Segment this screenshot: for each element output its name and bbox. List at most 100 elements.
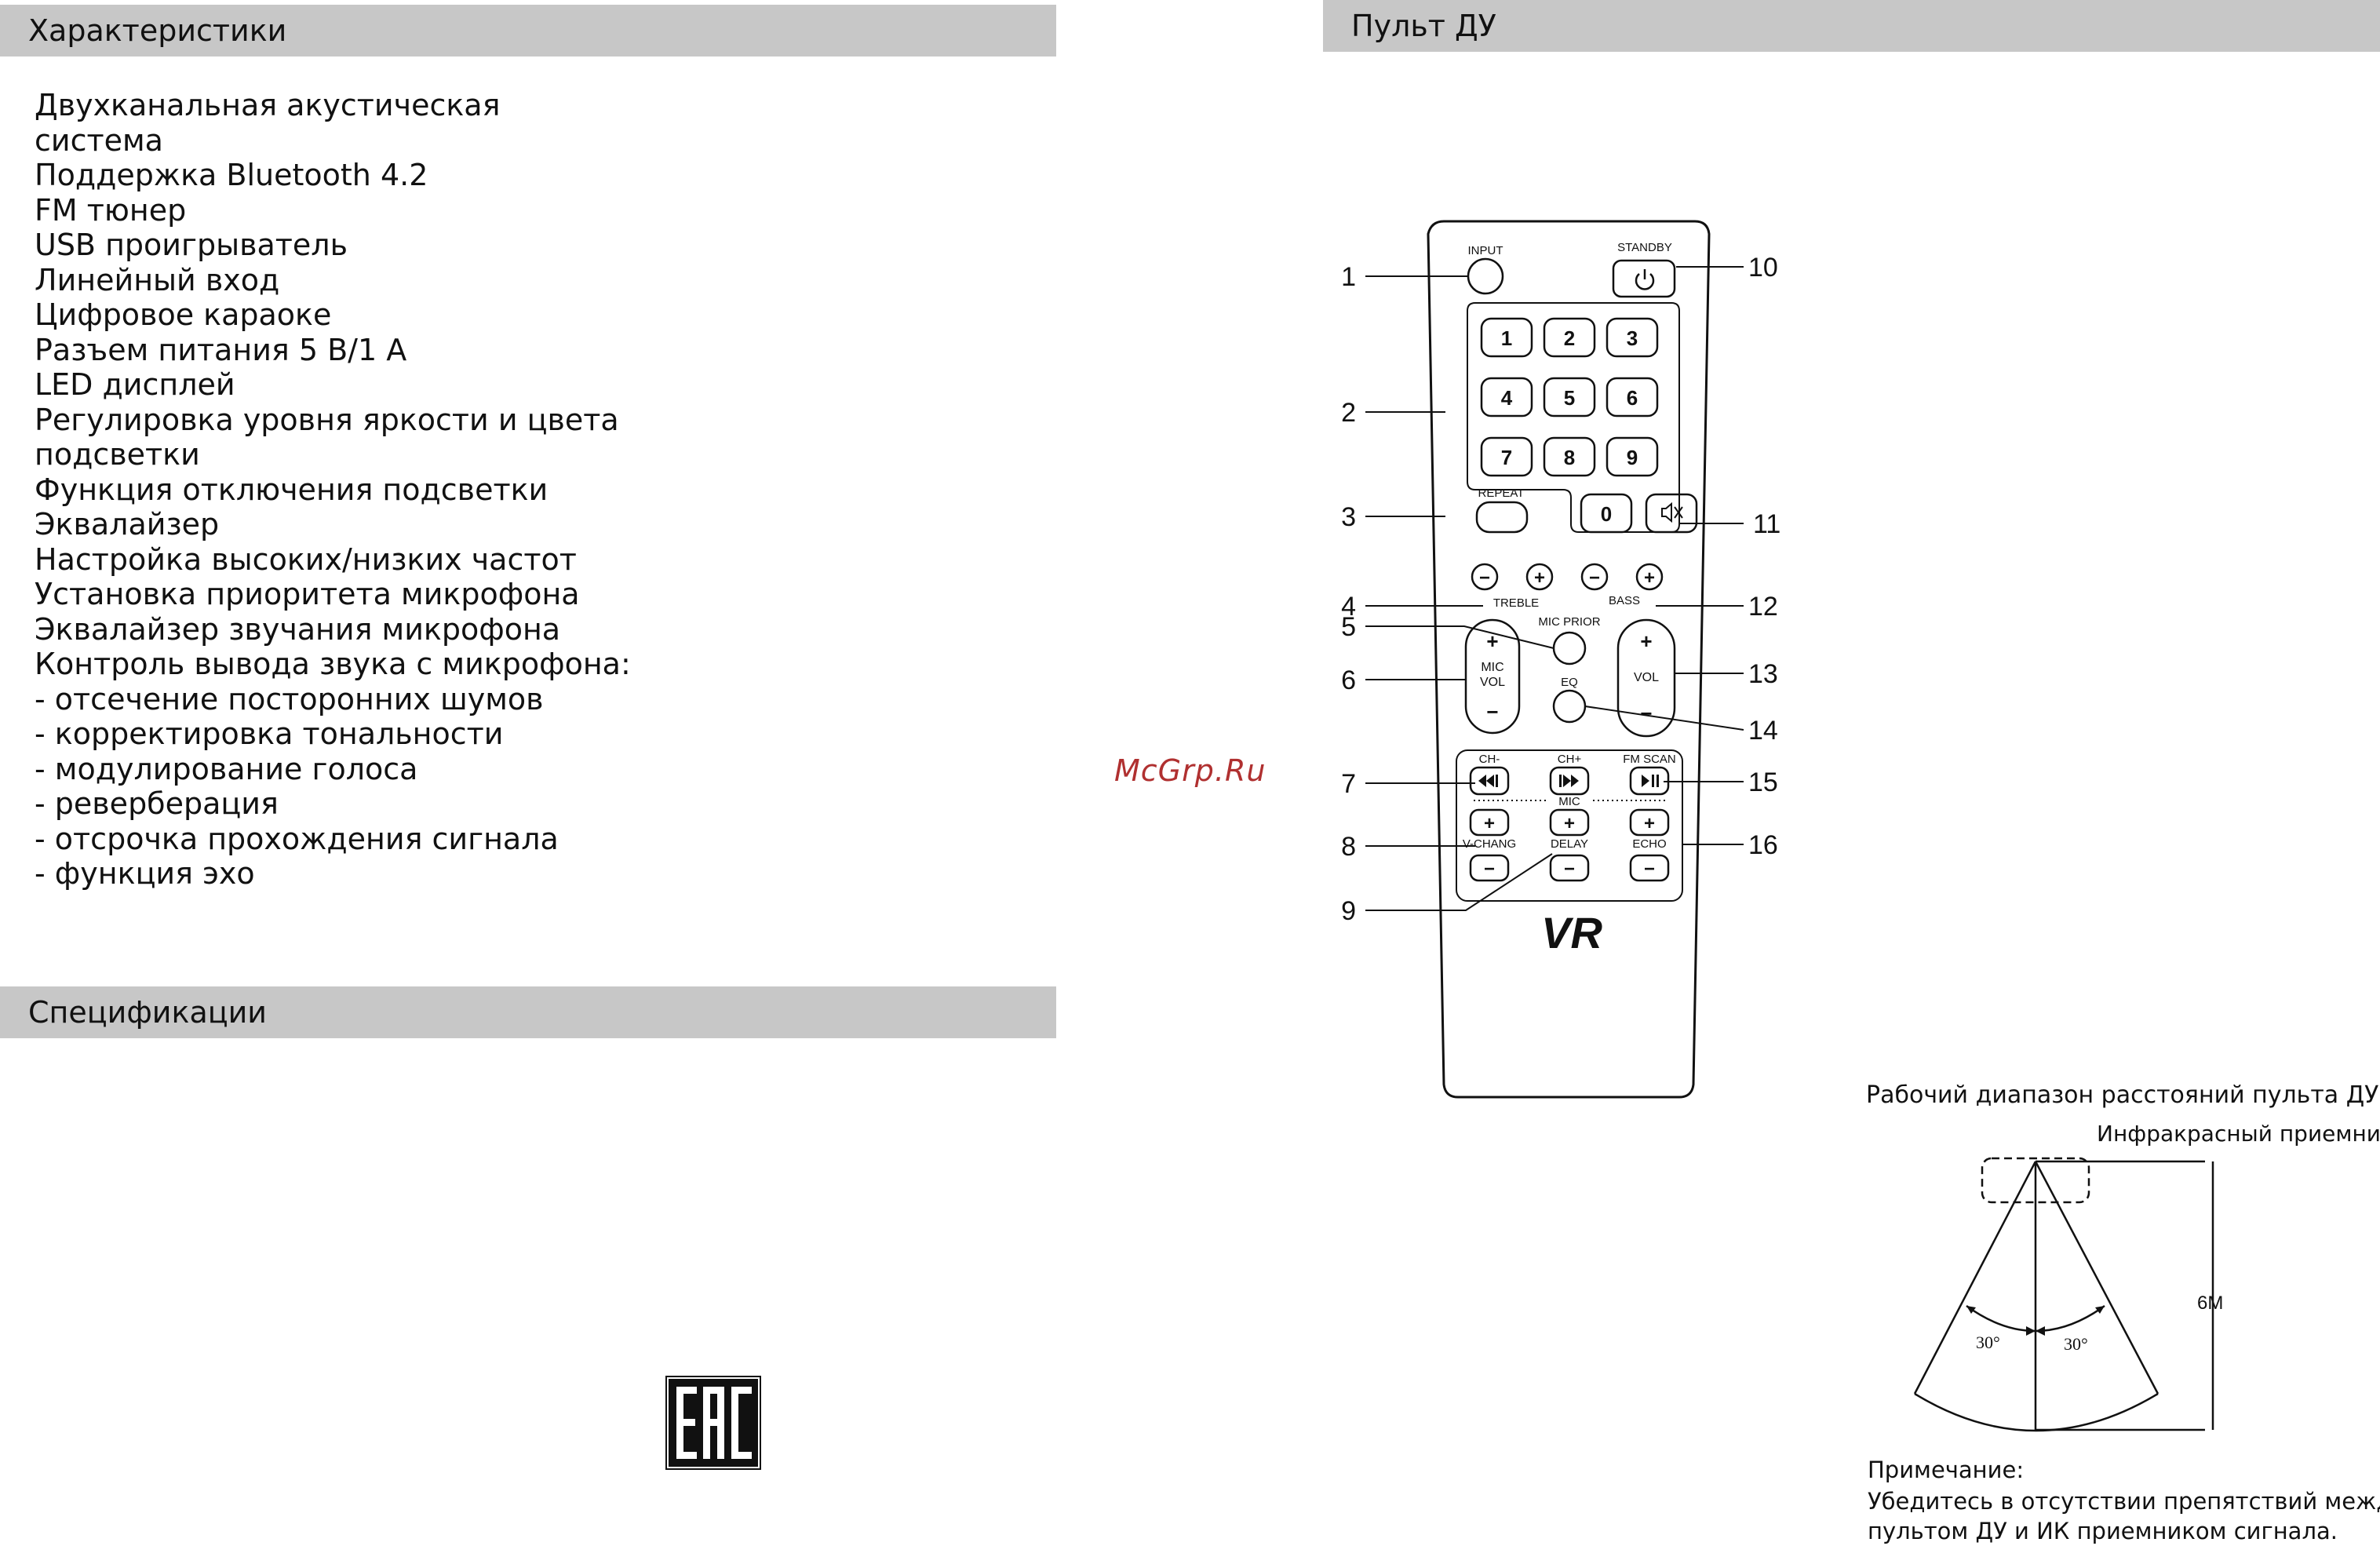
- digit-label: 8: [1564, 446, 1575, 469]
- features-list: Двухканальная акустическая система Подде…: [35, 88, 631, 892]
- callout-13: 13: [1748, 659, 1778, 689]
- feature-item: Функция отключения подсветки: [35, 472, 549, 507]
- repeat-button: [1475, 501, 1529, 534]
- transport-panel: [1456, 749, 1683, 902]
- callout-12: 12: [1748, 592, 1778, 622]
- feature-item: FM тюнер: [35, 192, 187, 228]
- mic-vol-plus: +: [1486, 629, 1498, 653]
- specs-header: Спецификации: [0, 986, 1056, 1038]
- next-icon: [1571, 775, 1579, 787]
- feature-item: Установка приоритета микрофона: [35, 577, 580, 611]
- feature-item: подсветки: [35, 437, 200, 472]
- digit-panel: [1467, 302, 1680, 533]
- tone-plus-sign: +: [1534, 567, 1545, 589]
- feature-item: - отсрочка прохождения сигнала: [35, 821, 559, 856]
- mic-plus-sign: +: [1564, 813, 1575, 834]
- digit-label: 4: [1501, 386, 1513, 410]
- features-header: Характеристики: [0, 5, 1056, 57]
- callout-6: 6: [1341, 665, 1356, 695]
- feature-item: Настройка высоких/низких частот: [35, 541, 577, 577]
- ir-receiver-box: [1981, 1157, 2090, 1204]
- remote-header-text: Пульт ДУ: [1351, 9, 1496, 43]
- feature-item: Поддержка Bluetooth 4.2: [35, 158, 428, 192]
- mute-icon: [1661, 501, 1683, 523]
- feature-item: - модулирование голоса: [35, 751, 418, 786]
- mic-prior-label: MIC PRIOR: [1538, 615, 1600, 629]
- digit-button: [1605, 317, 1659, 358]
- mic-vol-label-1: MIC: [1481, 661, 1503, 674]
- input-label: INPUT: [1468, 244, 1503, 257]
- vol-rocker: [1616, 618, 1676, 738]
- repeat-label: REPEAT: [1478, 487, 1525, 500]
- feature-item: Разъем питания 5 В/1 А: [35, 332, 407, 367]
- feature-item: Цифровое караоке: [35, 297, 332, 332]
- mic-plus-button: [1629, 808, 1670, 837]
- mic-minus-sign: −: [1484, 859, 1495, 880]
- prev-icon: [1496, 775, 1498, 787]
- digit-button: [1480, 317, 1533, 358]
- watermark: McGrp.Ru: [1114, 753, 1267, 788]
- next-icon: [1559, 775, 1562, 787]
- remote-body: [1427, 220, 1711, 1099]
- eac-logo: [665, 1376, 761, 1470]
- digit-button: [1543, 317, 1596, 358]
- mic-plus-button: [1549, 808, 1590, 837]
- callout-10: 10: [1748, 253, 1778, 283]
- callout-1: 1: [1341, 262, 1356, 292]
- play-pause-icon: [1652, 775, 1654, 787]
- digit-label: 9: [1627, 446, 1638, 469]
- callout-9: 9: [1341, 896, 1356, 926]
- echo-label: ECHO: [1632, 837, 1666, 851]
- vr-logo: VR: [1541, 908, 1602, 957]
- note-line-2: пультом ДУ и ИК приемником сигнала.: [1868, 1518, 2338, 1544]
- callout-11: 11: [1753, 509, 1780, 539]
- mic-plus-button: [1469, 808, 1510, 837]
- feature-item: USB проигрыватель: [35, 228, 348, 262]
- callout-lines: 1 2 3 4 5 6 7 8 9 10 11 12 13 14 15 16: [1341, 253, 1780, 926]
- mic-plus-sign: +: [1644, 813, 1655, 834]
- callout-2: 2: [1341, 398, 1356, 428]
- prev-button: [1469, 766, 1510, 796]
- vol-label: VOL: [1634, 671, 1659, 684]
- play-pause-icon: [1657, 775, 1659, 787]
- tone-minus-button: [1580, 563, 1609, 591]
- callout-3: 3: [1341, 502, 1356, 532]
- ch-minus-label: CH-: [1479, 753, 1500, 766]
- mic-group-label: MIC: [1558, 795, 1580, 808]
- digit-button: [1543, 377, 1596, 417]
- callout-4: 4: [1341, 592, 1356, 622]
- ir-receiver-label: Инфракрасный приемник: [2097, 1121, 2380, 1147]
- tone-minus-sign: −: [1589, 567, 1600, 589]
- feature-item: Контроль вывода звука с микрофона:: [35, 647, 631, 681]
- digit-button: [1543, 436, 1596, 477]
- specs-header-text: Спецификации: [28, 995, 267, 1030]
- next-icon: [1563, 775, 1571, 787]
- note-line-1: Убедитесь в отсутствии препятствий между: [1868, 1488, 2380, 1515]
- tone-plus-button: [1635, 563, 1664, 591]
- angle-left-label: 30°: [1976, 1333, 2000, 1352]
- mic-vol-label-2: VOL: [1480, 676, 1505, 689]
- vol-minus: −: [1640, 702, 1652, 725]
- callout-16: 16: [1748, 830, 1778, 860]
- digit-label: 5: [1564, 386, 1575, 410]
- feature-item: - отсечение посторонних шумов: [35, 681, 544, 716]
- digit-label: 3: [1627, 326, 1638, 350]
- feature-item: - функция эхо: [35, 856, 255, 891]
- callout-8: 8: [1341, 832, 1356, 862]
- callout-15: 15: [1748, 768, 1778, 797]
- mic-vol-minus: −: [1486, 700, 1498, 724]
- mic-minus-sign: −: [1644, 859, 1655, 880]
- prev-icon: [1478, 775, 1486, 787]
- remote-header: Пульт ДУ: [1323, 0, 2380, 52]
- standby-button: [1612, 259, 1676, 298]
- tone-minus-button: [1471, 563, 1499, 591]
- feature-item: Эквалайзер звучания микрофона: [35, 611, 561, 647]
- features-header-text: Характеристики: [28, 13, 287, 48]
- feature-item: - реверберация: [35, 786, 279, 821]
- vol-plus: +: [1640, 629, 1652, 653]
- input-button: [1467, 257, 1504, 295]
- ch-plus-label: CH+: [1558, 753, 1582, 766]
- eq-label: EQ: [1561, 676, 1578, 689]
- digit-button: [1480, 436, 1533, 477]
